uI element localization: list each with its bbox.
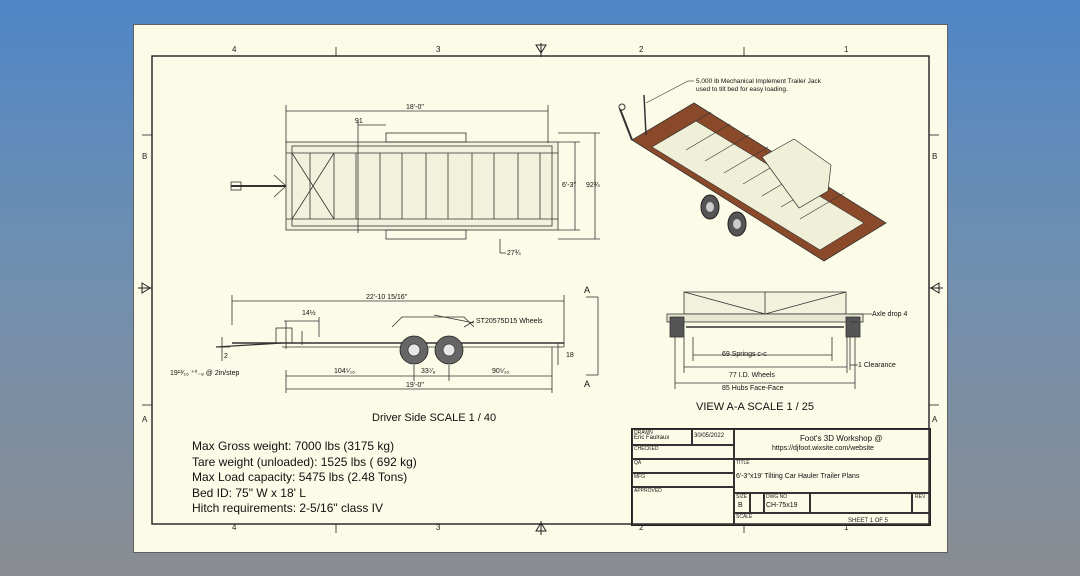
side-dim-overall: 22'-10 15/16" (366, 294, 408, 301)
zone-col-1-top: 1 (844, 45, 849, 54)
wheels-label: 77 I.D. Wheels (729, 372, 775, 379)
zone-col-4-top: 4 (232, 45, 237, 54)
zone-col-2-bottom: 2 (639, 523, 644, 532)
clearance-label: 1 Clearance (858, 362, 896, 369)
sheet-number: SHEET 1 OF 5 (848, 518, 888, 524)
side-view (215, 295, 599, 393)
title-label: TITLE (736, 460, 750, 466)
plan-dim-91: 91 (355, 118, 363, 125)
zone-col-4-bottom: 4 (232, 523, 237, 532)
zone-col-2-top: 2 (639, 45, 644, 54)
hubs-label: 85 Hubs Face-Face (722, 385, 784, 392)
spec-max-gross: Max Gross weight: 7000 lbs (3175 kg) (192, 439, 395, 453)
side-dim-90: 90⁵⁄₁₆ (492, 368, 509, 375)
drawn-label: DRAWN (634, 430, 653, 436)
title-block: DRAWN Eric Faulraux 30/05/2022 CHECKED Q… (631, 428, 931, 526)
side-dim-19: 19'-0" (406, 382, 424, 389)
scale-field-label: SCALE (736, 514, 753, 520)
drawn-by: Eric Faulraux (634, 435, 670, 441)
zone-col-1-bottom: 1 (844, 523, 849, 532)
iso-view (618, 80, 887, 262)
spec-block: Max Gross weight: 7000 lbs (3175 kg) Tar… (192, 439, 417, 517)
qa-label: QA (634, 460, 642, 466)
section-view (666, 291, 872, 389)
section-mark-top: A (584, 285, 590, 295)
spec-hitch: Hitch requirements: 2-5/16" class IV (192, 501, 384, 515)
side-dim-104: 104⁵⁄₁₆ (334, 368, 355, 375)
dwg-no: CH-75x19 (766, 502, 798, 509)
jack-step-note: 19¹³⁄₁₆ ⁺⁰₋₈ @ 2in/step (170, 369, 239, 377)
axle-drop-label: Axle drop 4 (872, 311, 908, 318)
plan-dim-outer-width: 92¾ (586, 182, 600, 189)
company-name: Foot's 3D Workshop @ (800, 434, 883, 443)
zone-col-3-bottom: 3 (436, 523, 441, 532)
zone-row-b-left: B (142, 152, 148, 161)
wheel-callout: ST20575D15 Wheels (476, 318, 543, 325)
spec-bed-id: Bed ID: 75" W x 18' L (192, 485, 306, 500)
plan-view (230, 105, 600, 254)
drawing-sheet: 4 3 2 1 4 3 2 1 B A B A (133, 24, 948, 553)
zone-row-a-left: A (142, 415, 148, 424)
trailer-drawing: 18'-0" 91 6'-3" 92¾ 27¾ 5,000 (138, 43, 943, 535)
mfg-label: MFG (634, 474, 646, 480)
side-dim-2: 2 (224, 353, 228, 360)
plan-dim-inner-width: 6'-3" (562, 182, 576, 189)
plan-dim-length: 18'-0" (406, 104, 424, 111)
zone-row-a-right: A (932, 415, 938, 424)
jack-callout-line1: 5,000 lb Mechanical Implement Trailer Ja… (696, 78, 822, 85)
zone-col-3-top: 3 (436, 45, 441, 54)
side-dim-14: 14½ (302, 309, 316, 317)
drawing-title: 6'-3"x19' Tilting Car Hauler Trailer Pla… (736, 473, 860, 480)
plan-dim-27: 27¾ (507, 250, 521, 257)
drawing-date: 30/05/2022 (694, 433, 725, 439)
jack-callout-line2: used to tilt bed for easy loading. (696, 86, 788, 93)
approved-label: APPROVED (634, 488, 662, 494)
center-marks (138, 43, 943, 535)
springs-label: 69 Springs c-c (722, 351, 767, 358)
sheet-size: B (738, 502, 743, 509)
side-view-scale-label: Driver Side SCALE 1 / 40 (372, 412, 496, 424)
spec-max-load: Max Load capacity: 5475 lbs (2.48 Tons) (192, 470, 408, 484)
dwg-no-label: DWG NO (766, 494, 788, 500)
size-label: SIZE (736, 494, 748, 500)
zone-row-b-right: B (932, 152, 938, 161)
rev-label: REV (915, 494, 926, 500)
section-scale-label: VIEW A-A SCALE 1 / 25 (696, 401, 814, 413)
spec-tare-weight: Tare weight (unloaded): 1525 lbs ( 692 k… (192, 454, 417, 469)
side-dim-33: 33⁷⁄₈ (421, 368, 435, 375)
company-website: https://djfoot.wixsite.com/website (772, 445, 874, 452)
side-dim-18: 18 (566, 352, 574, 359)
checked-label: CHECKED (634, 446, 659, 452)
section-mark-bottom: A (584, 379, 590, 389)
